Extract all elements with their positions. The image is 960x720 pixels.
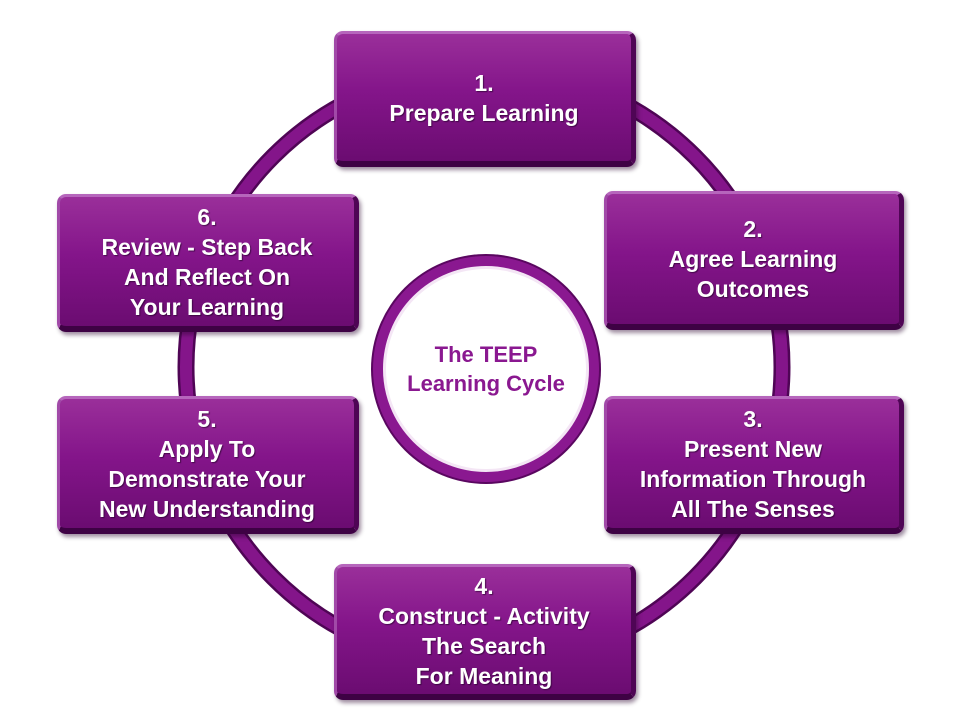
step-4-box: 4. Construct - Activity The Search For M…: [334, 564, 636, 700]
step-6-box: 6. Review - Step Back And Reflect On You…: [57, 194, 359, 332]
step-1-number: 1.: [474, 69, 494, 96]
step-3-line-3: All The Senses: [671, 495, 835, 522]
step-6-line-3: Your Learning: [129, 293, 285, 320]
step-5-number: 5.: [197, 405, 217, 432]
step-4-line-3: For Meaning: [415, 662, 553, 689]
center-title-disc: The TEEP Learning Cycle: [373, 256, 599, 482]
step-3-line-1: Present New: [683, 435, 823, 462]
step-5-box: 5. Apply To Demonstrate Your New Underst…: [57, 396, 359, 534]
step-3-line-2: Information Through: [639, 465, 867, 492]
step-4-line-1: Construct - Activity: [378, 602, 590, 629]
step-4-line-2: The Search: [422, 632, 546, 659]
step-2-number: 2.: [743, 216, 763, 242]
step-5-line-1: Apply To: [158, 435, 256, 462]
step-6-line-1: Review - Step Back: [101, 233, 313, 260]
step-3-number: 3.: [743, 405, 763, 432]
step-2-line-1: Agree Learning: [668, 246, 838, 272]
step-6-line-2: And Reflect On: [123, 263, 291, 290]
step-1-box: 1. Prepare Learning: [334, 31, 636, 167]
step-4-number: 4.: [474, 572, 494, 599]
step-2-line-2: Outcomes: [696, 276, 810, 302]
step-5-line-3: New Understanding: [99, 495, 315, 522]
step-6-number: 6.: [197, 203, 217, 230]
step-1-line-1: Prepare Learning: [389, 99, 579, 126]
center-title-line-2: Learning Cycle: [407, 371, 565, 396]
step-3-box: 3. Present New Information Through All T…: [604, 396, 904, 534]
step-5-line-2: Demonstrate Your: [108, 465, 306, 492]
center-title-line-1: The TEEP: [434, 342, 538, 367]
step-2-box: 2. Agree Learning Outcomes: [604, 191, 904, 330]
